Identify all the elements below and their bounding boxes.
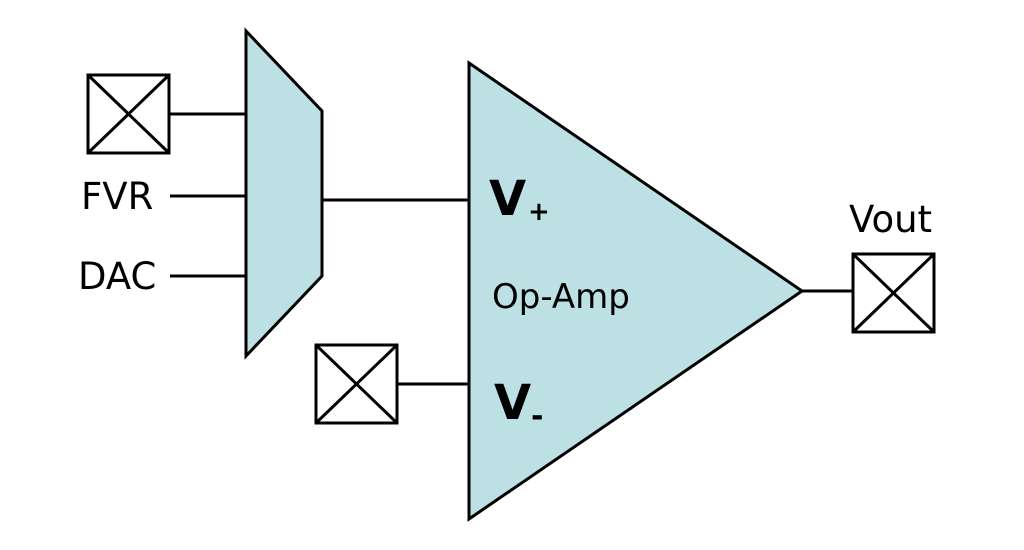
svg-text:+: + [528,197,550,227]
svg-text:-: - [531,399,543,434]
input-multiplexer [244,27,324,360]
noninverting-input-label: V + [489,171,550,227]
inverting-input-pad-icon [314,343,399,425]
svg-text:V: V [494,375,531,431]
inverting-input-label: V - [494,375,543,434]
op-amp-label: Op-Amp [492,277,630,317]
vout-label: Vout [849,198,932,241]
svg-text:V: V [489,171,526,227]
output-pad-icon [851,252,936,334]
fvr-label: FVR [81,175,153,218]
op-amp-triangle [467,60,805,522]
dac-label: DAC [78,255,156,298]
mux-input-pad-icon [86,73,171,155]
